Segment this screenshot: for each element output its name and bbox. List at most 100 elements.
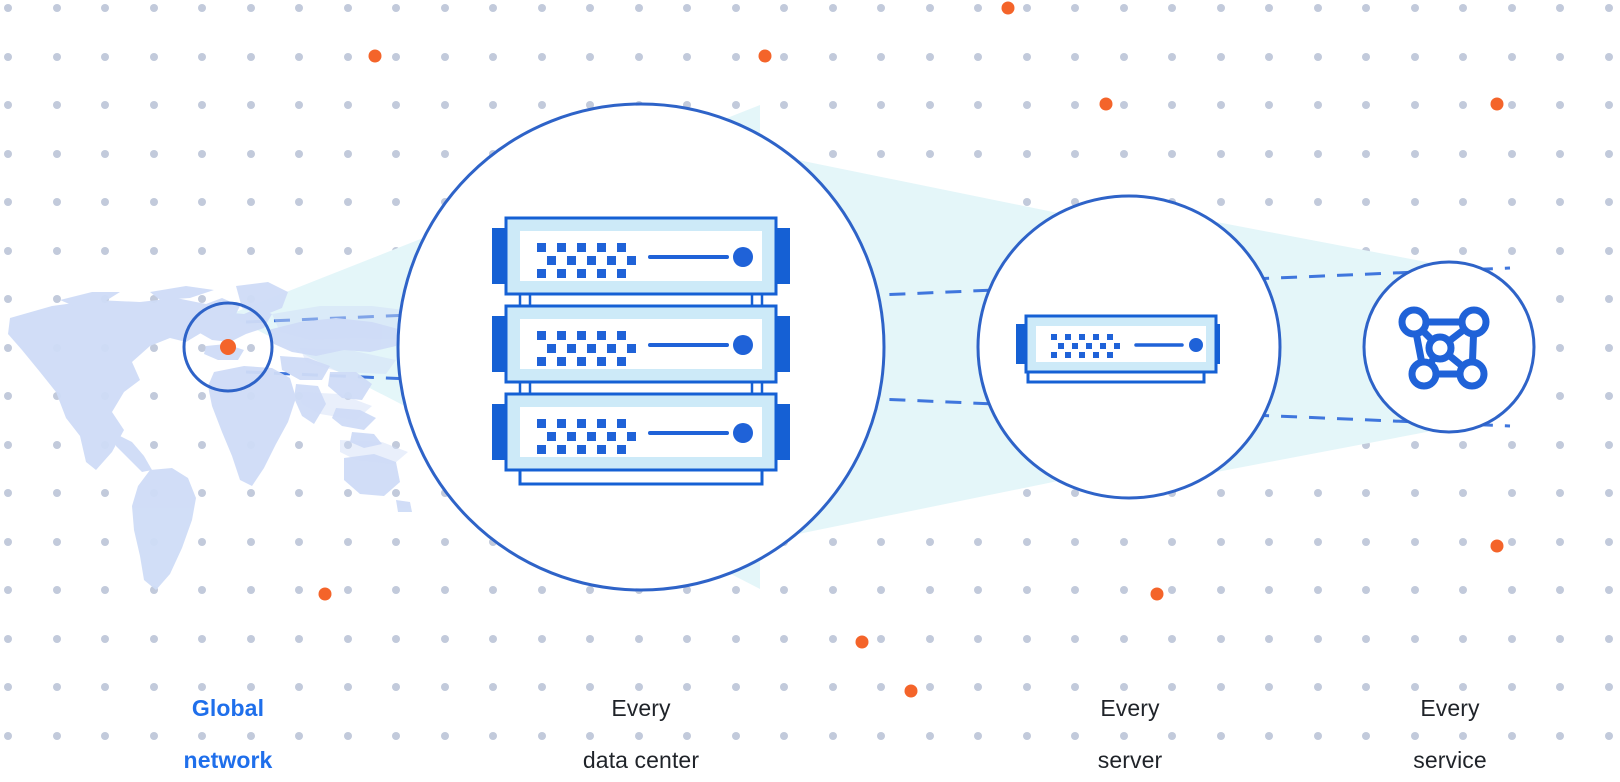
grid-dot: [489, 4, 497, 12]
grid-dot-highlight: [1150, 587, 1164, 601]
grid-dot: [586, 732, 594, 740]
grid-dot: [1605, 538, 1613, 546]
single-server-illustration[interactable]: [1016, 314, 1220, 384]
grid-dot: [635, 635, 643, 643]
grid-dot: [538, 586, 546, 594]
grid-dot: [247, 150, 255, 158]
grid-dot: [1362, 635, 1370, 643]
grid-dot: [101, 538, 109, 546]
grid-dot: [1605, 198, 1613, 206]
grid-dot: [489, 101, 497, 109]
grid-dot: [1411, 198, 1419, 206]
grid-dot: [53, 53, 61, 61]
grid-dot: [1605, 392, 1613, 400]
grid-dot: [1508, 4, 1516, 12]
grid-dot: [1217, 732, 1225, 740]
rack-unit-1-status-led: [733, 247, 753, 267]
grid-dot: [247, 489, 255, 497]
grid-dot: [829, 732, 837, 740]
grid-dot: [1217, 683, 1225, 691]
grid-dot: [198, 101, 206, 109]
grid-dot: [150, 683, 158, 691]
grid-dot: [1120, 150, 1128, 158]
grid-dot: [1556, 101, 1564, 109]
grid-dot: [441, 101, 449, 109]
grid-dot: [1411, 4, 1419, 12]
grid-dot: [53, 4, 61, 12]
grid-dot: [489, 732, 497, 740]
grid-dot: [877, 53, 885, 61]
grid-dot: [1459, 635, 1467, 643]
grid-dot: [1120, 635, 1128, 643]
grid-dot: [1508, 489, 1516, 497]
grid-dot: [829, 150, 837, 158]
rack-unit-2[interactable]: [492, 304, 790, 384]
rack-unit-1[interactable]: [492, 216, 790, 296]
grid-dot: [53, 635, 61, 643]
grid-dot: [198, 344, 206, 352]
grid-dot: [586, 683, 594, 691]
grid-dot: [877, 538, 885, 546]
service-network-icon[interactable]: [1398, 306, 1490, 390]
grid-dot: [198, 295, 206, 303]
grid-dot: [877, 4, 885, 12]
grid-dot: [489, 586, 497, 594]
grid-dot: [1459, 732, 1467, 740]
grid-dot: [344, 635, 352, 643]
grid-dot: [1120, 538, 1128, 546]
grid-dot: [1605, 635, 1613, 643]
map-highlight-lens[interactable]: [182, 301, 274, 393]
label-service-line2: service: [1413, 747, 1487, 773]
grid-dot: [295, 538, 303, 546]
grid-dot: [974, 732, 982, 740]
server-rack-illustration: [492, 216, 790, 486]
grid-dot: [1459, 586, 1467, 594]
world-map-landmasses: [8, 282, 412, 590]
grid-dot: [1071, 732, 1079, 740]
grid-dot: [1411, 441, 1419, 449]
grid-dot: [150, 732, 158, 740]
grid-dot: [53, 489, 61, 497]
grid-dot: [247, 538, 255, 546]
grid-dot: [926, 53, 934, 61]
grid-orange-dot-group: [318, 1, 1504, 698]
grid-dot: [1168, 538, 1176, 546]
grid-dot-highlight: [904, 684, 918, 698]
grid-dot: [295, 489, 303, 497]
grid-dot: [586, 4, 594, 12]
map-location-marker[interactable]: [220, 339, 236, 355]
grid-dot: [101, 489, 109, 497]
grid-dot: [1362, 683, 1370, 691]
rack-unit-1-vents: [537, 243, 636, 278]
grid-dot: [1362, 586, 1370, 594]
grid-dot: [1023, 489, 1031, 497]
grid-dot: [101, 198, 109, 206]
grid-dot-highlight: [368, 49, 382, 63]
grid-dot: [53, 247, 61, 255]
grid-dot: [1071, 683, 1079, 691]
grid-dot: [683, 635, 691, 643]
grid-dot: [247, 198, 255, 206]
grid-dot: [1556, 683, 1564, 691]
grid-dot: [926, 635, 934, 643]
grid-dot: [1265, 101, 1273, 109]
grid-dot: [101, 53, 109, 61]
grid-dot: [1314, 538, 1322, 546]
grid-dot: [247, 53, 255, 61]
grid-dot: [829, 4, 837, 12]
grid-dot: [1362, 101, 1370, 109]
grid-dot: [1556, 538, 1564, 546]
grid-dot: [392, 732, 400, 740]
grid-dot: [344, 586, 352, 594]
grid-dot: [1459, 538, 1467, 546]
grid-dot: [392, 198, 400, 206]
grid-dot: [974, 683, 982, 691]
grid-dot: [974, 586, 982, 594]
label-global-network-line2: network: [183, 747, 273, 773]
grid-dot: [247, 635, 255, 643]
grid-dot: [780, 53, 788, 61]
rack-unit-3[interactable]: [492, 392, 790, 472]
grid-dot: [1508, 53, 1516, 61]
grid-dot: [635, 683, 643, 691]
grid-dot: [877, 683, 885, 691]
